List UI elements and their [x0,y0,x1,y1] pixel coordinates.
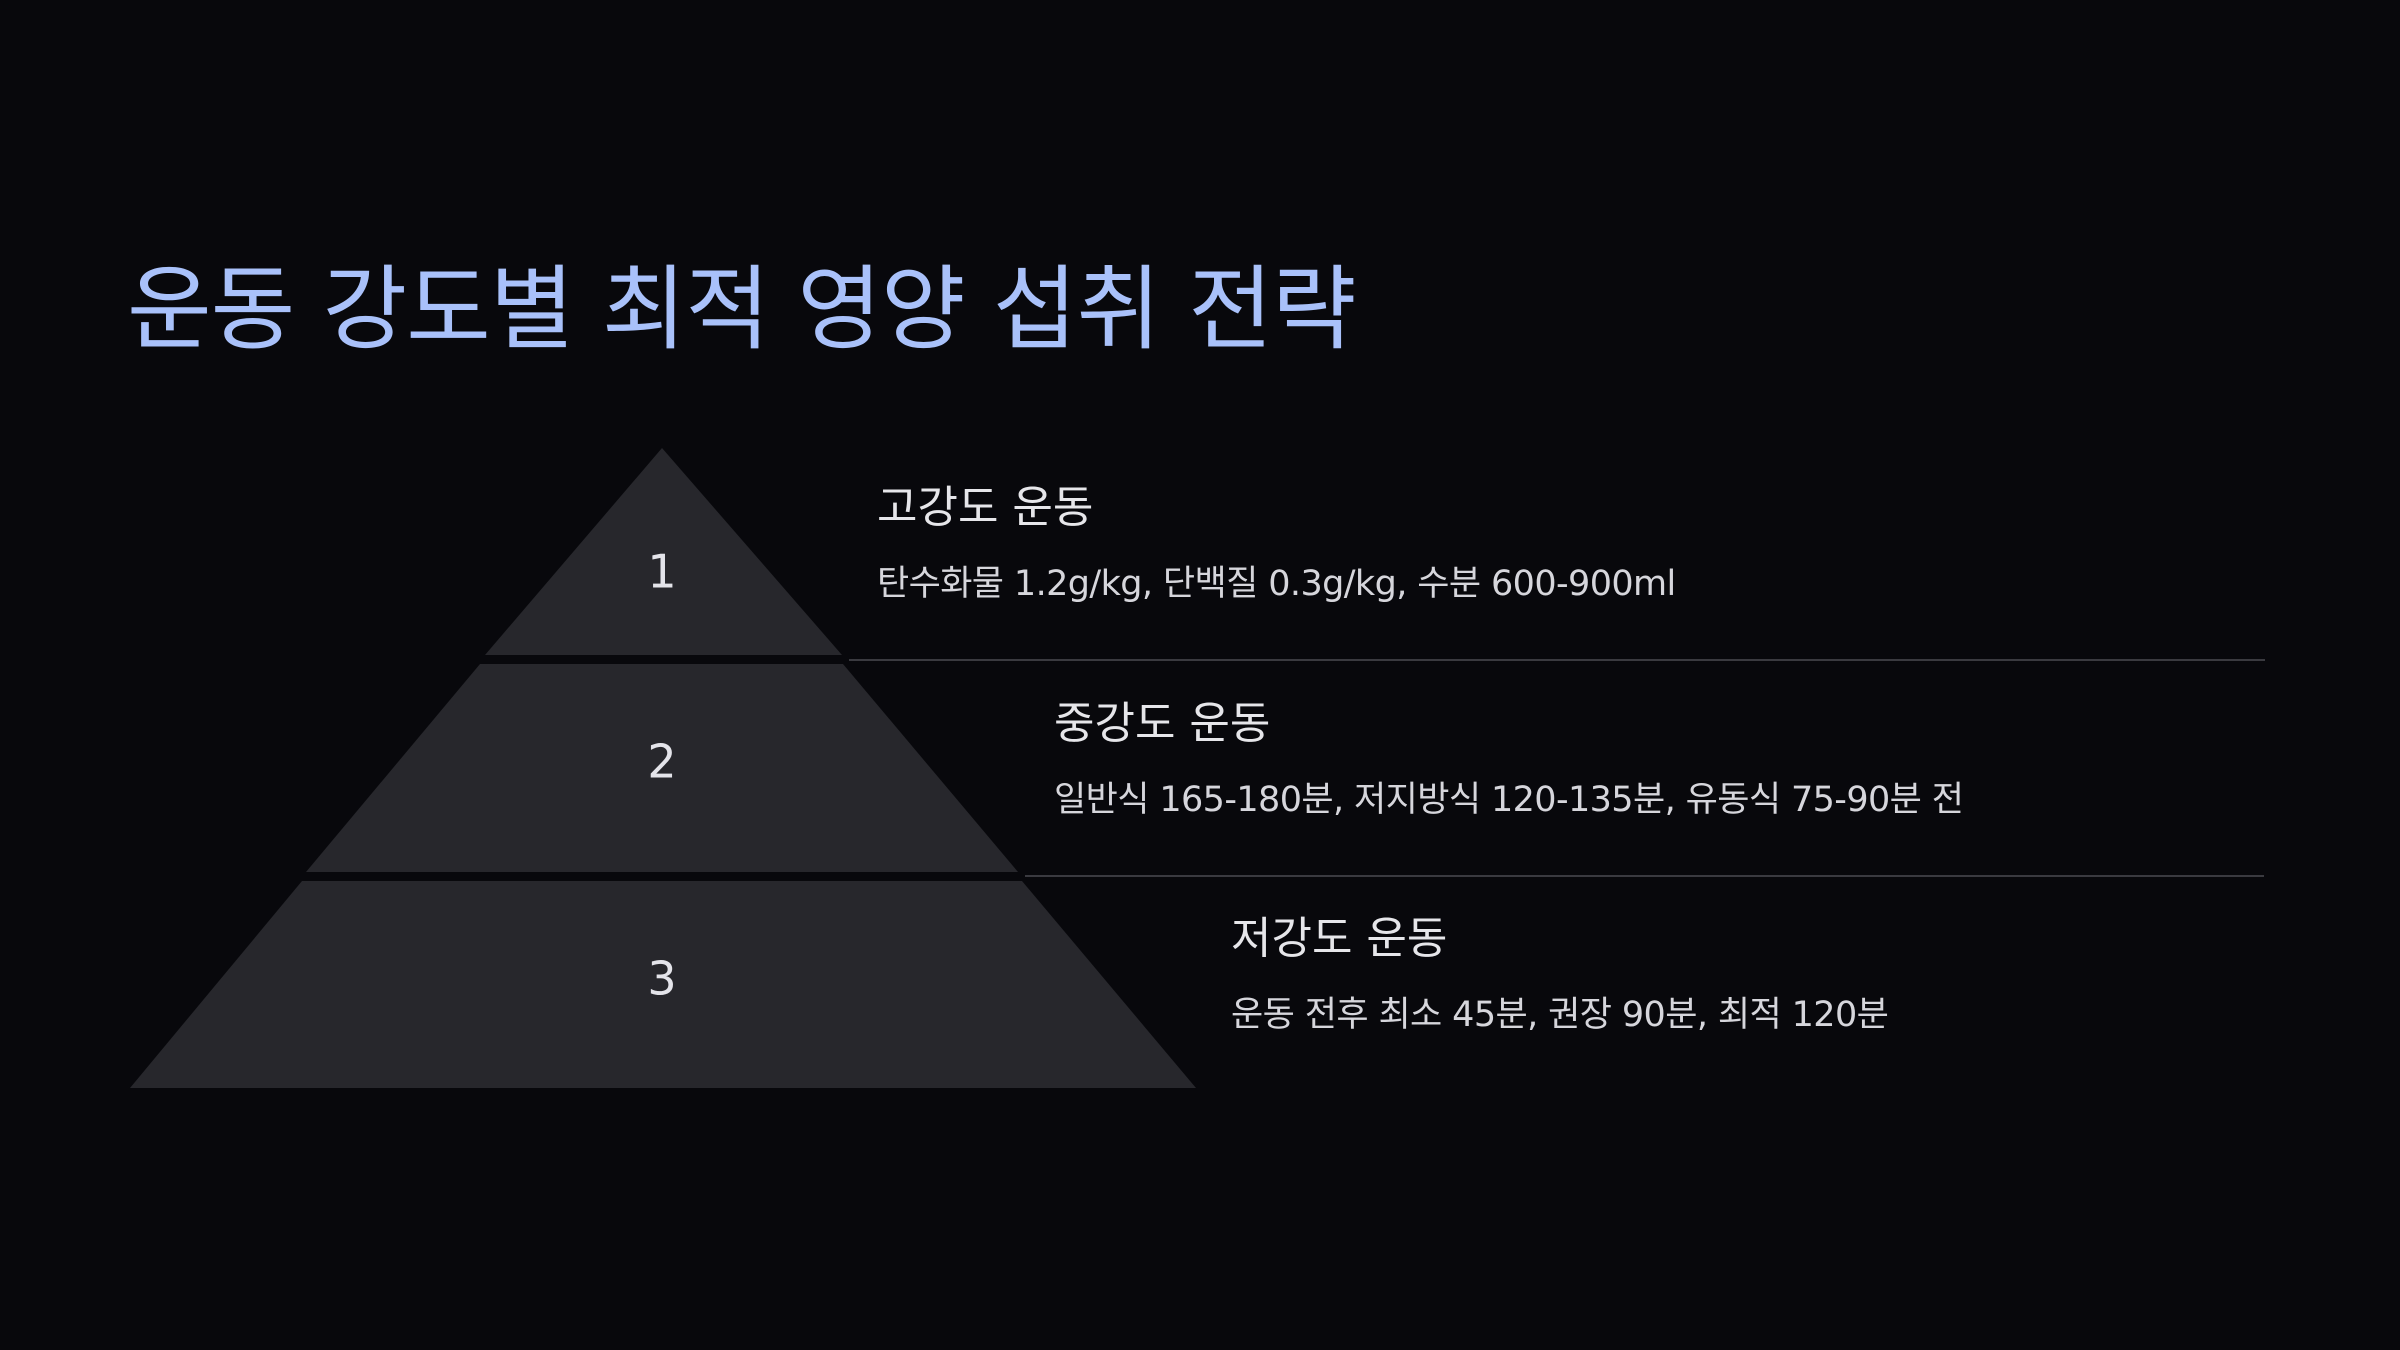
level-3: 저강도 운동 운동 전후 최소 45분, 권장 90분, 최적 120분 [1231,911,1889,1039]
tier-1-number: 1 [647,545,676,599]
pyramid-tier-3 [130,881,1196,1088]
level-2-title: 중강도 운동 [1054,698,1271,749]
level-1-title: 고강도 운동 [877,482,1094,533]
level-2: 중강도 운동 일반식 165-180분, 저지방식 120-135분, 유동식 … [1054,696,1964,824]
level-2-description: 일반식 165-180분, 저지방식 120-135분, 유동식 75-90분 … [1054,780,1964,820]
tier-2-number: 2 [647,735,676,789]
pyramid-tier-1 [485,448,842,655]
level-3-description: 운동 전후 최소 45분, 권장 90분, 최적 120분 [1231,995,1889,1035]
divider-2 [1025,875,2264,877]
divider-1 [849,659,2265,661]
pyramid-tier-2 [306,664,1018,872]
level-1-description: 탄수화물 1.2g/kg, 단백질 0.3g/kg, 수분 600-900ml [877,564,1676,604]
slide-title: 운동 강도별 최적 영양 섭취 전략 [127,256,1357,363]
tier-3-number: 3 [647,952,676,1006]
level-3-title: 저강도 운동 [1231,913,1448,964]
level-1: 고강도 운동 탄수화물 1.2g/kg, 단백질 0.3g/kg, 수분 600… [877,480,1676,608]
